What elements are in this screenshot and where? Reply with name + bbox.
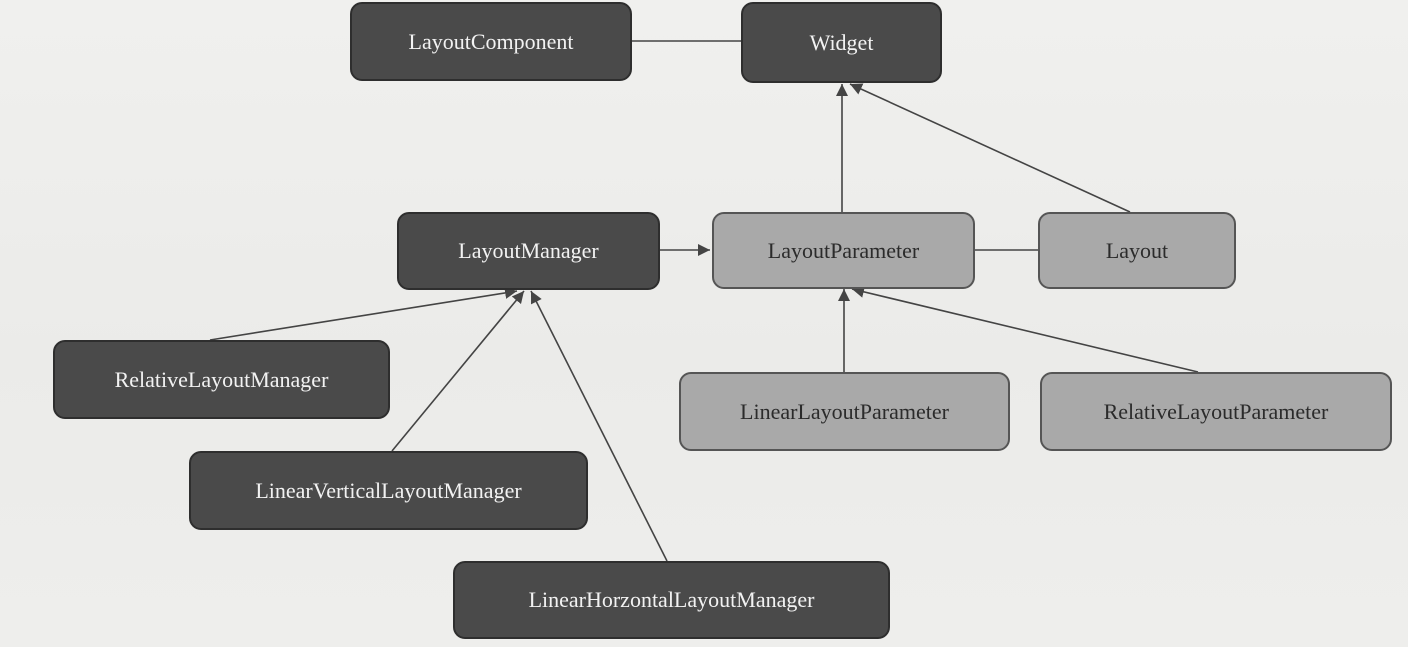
node-label: LinearLayoutParameter	[740, 398, 949, 424]
node-layoutparameter: LayoutParameter	[712, 212, 975, 289]
node-label: LayoutParameter	[767, 237, 920, 263]
node-label: LinearHorzontalLayoutManager	[528, 587, 815, 612]
node-label: Widget	[809, 29, 874, 55]
node-label: RelativeLayoutManager	[114, 366, 329, 392]
node-linearverticallayoutmanager: LinearVerticalLayoutManager	[189, 451, 588, 530]
node-layoutmanager: LayoutManager	[397, 212, 660, 290]
node-relativelayoutparameter: RelativeLayoutParameter	[1040, 372, 1392, 451]
edge-linearverticallayoutmanager-layoutmanager	[391, 290, 525, 452]
node-label: RelativeLayoutParameter	[1103, 398, 1329, 424]
edge-relativelayoutparameter-layoutparameter	[851, 285, 1199, 373]
node-label: LinearVerticalLayoutManager	[255, 477, 522, 503]
edge-layout-widget	[849, 83, 1131, 213]
node-linearhorzontallayoutmanager: LinearHorzontalLayoutManager	[453, 561, 890, 639]
node-label: LayoutComponent	[408, 28, 574, 54]
node-label: LayoutManager	[458, 238, 599, 263]
node-layout: Layout	[1038, 212, 1236, 289]
node-layoutcomponent: LayoutComponent	[350, 2, 632, 81]
edge-linearhorzontallayoutmanager-layoutmanager	[530, 290, 668, 562]
node-label: Layout	[1105, 237, 1169, 263]
node-linearlayoutparameter: LinearLayoutParameter	[679, 372, 1010, 451]
node-relativelayoutmanager: RelativeLayoutManager	[53, 340, 390, 419]
edge-relativelayoutmanager-layoutmanager	[209, 286, 518, 341]
node-widget: Widget	[741, 2, 942, 83]
